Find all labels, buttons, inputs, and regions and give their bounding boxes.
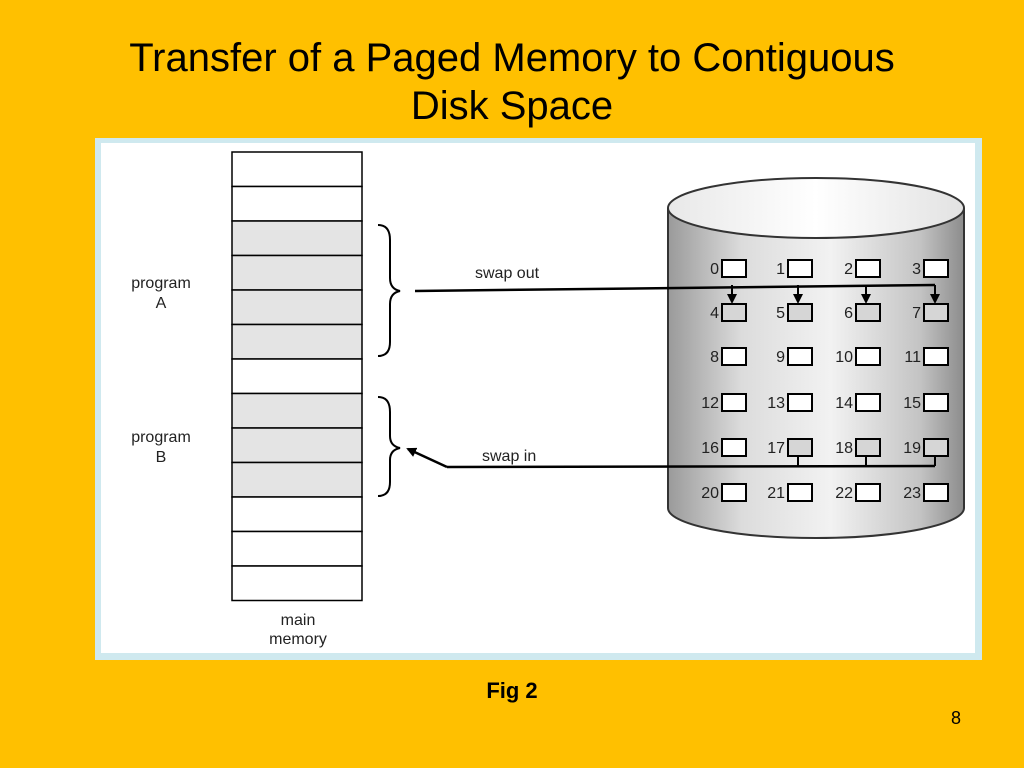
disk-block bbox=[923, 483, 949, 502]
program-b-label-line1: program bbox=[131, 429, 191, 446]
slide-title-line2: Disk Space bbox=[410, 84, 614, 128]
main-memory-label-line1: main bbox=[281, 612, 316, 629]
disk-block-label: 18 bbox=[835, 440, 853, 457]
swap-out-arrow bbox=[414, 283, 940, 304]
disk-block-label: 2 bbox=[844, 261, 853, 278]
memory-frame bbox=[231, 185, 363, 222]
slide-title-line1: Transfer of a Paged Memory to Contiguous bbox=[129, 36, 895, 80]
disk-block-label: 1 bbox=[776, 261, 785, 278]
memory-frame bbox=[231, 530, 363, 567]
disk-block bbox=[721, 347, 747, 366]
disk-block bbox=[787, 483, 813, 502]
disk-block bbox=[855, 259, 881, 278]
disk-block bbox=[721, 438, 747, 457]
disk-block-label: 13 bbox=[767, 395, 785, 412]
disk-block-label: 16 bbox=[701, 440, 719, 457]
disk-block-label: 20 bbox=[701, 485, 719, 502]
disk-block bbox=[923, 347, 949, 366]
memory-frame bbox=[231, 289, 363, 326]
disk-block bbox=[721, 393, 747, 412]
memory-frame bbox=[231, 323, 363, 360]
disk-block bbox=[721, 303, 747, 322]
memory-frame bbox=[231, 151, 363, 188]
disk-block-label: 9 bbox=[776, 349, 785, 366]
disk-block bbox=[855, 347, 881, 366]
main-memory-stack bbox=[231, 151, 363, 602]
disk-block-label: 21 bbox=[767, 485, 785, 502]
disk-block-label: 14 bbox=[835, 395, 853, 412]
disk-block-label: 15 bbox=[903, 395, 921, 412]
disk-block-label: 17 bbox=[767, 440, 785, 457]
program-a-label-line2: A bbox=[156, 295, 167, 312]
disk-block bbox=[787, 347, 813, 366]
disk-block bbox=[923, 259, 949, 278]
disk-block-label: 10 bbox=[835, 349, 853, 366]
disk-block bbox=[923, 438, 949, 457]
disk-block bbox=[923, 393, 949, 412]
disk-block-label: 23 bbox=[903, 485, 921, 502]
disk-block bbox=[855, 483, 881, 502]
disk-block-label: 7 bbox=[912, 305, 921, 322]
disk-block-label: 22 bbox=[835, 485, 853, 502]
memory-frame bbox=[231, 565, 363, 602]
memory-frame bbox=[231, 427, 363, 464]
disk-block-label: 6 bbox=[844, 305, 853, 322]
main-memory-label-line2: memory bbox=[269, 631, 327, 648]
disk-block-label: 5 bbox=[776, 305, 785, 322]
program-a-label-line1: program bbox=[131, 275, 191, 292]
disk-block bbox=[787, 438, 813, 457]
disk-block-label: 8 bbox=[710, 349, 719, 366]
disk-block bbox=[721, 259, 747, 278]
program-b-label-line2: B bbox=[156, 449, 167, 466]
swap-out-label: swap out bbox=[475, 265, 540, 282]
slide-title: Transfer of a Paged Memory to Contiguous… bbox=[0, 34, 1024, 130]
program-b-brace bbox=[377, 396, 401, 497]
disk-block-label: 4 bbox=[710, 305, 719, 322]
figure-caption: Fig 2 bbox=[486, 678, 538, 703]
swap-in-arrow bbox=[406, 447, 936, 469]
disk-block bbox=[787, 303, 813, 322]
disk-block-label: 0 bbox=[710, 261, 719, 278]
disk-block-label: 19 bbox=[903, 440, 921, 457]
disk-block bbox=[923, 303, 949, 322]
memory-frame bbox=[231, 461, 363, 498]
memory-frame bbox=[231, 254, 363, 291]
disk-block bbox=[855, 303, 881, 322]
memory-frame bbox=[231, 496, 363, 533]
program-a-brace bbox=[377, 224, 401, 357]
memory-frame bbox=[231, 220, 363, 257]
page-number: 8 bbox=[951, 708, 962, 728]
disk-block bbox=[855, 438, 881, 457]
swap-in-label: swap in bbox=[482, 448, 536, 465]
memory-frame bbox=[231, 392, 363, 429]
disk-block-label: 3 bbox=[912, 261, 921, 278]
disk-block bbox=[787, 393, 813, 412]
disk-block bbox=[855, 393, 881, 412]
disk-block bbox=[721, 483, 747, 502]
disk-block-label: 11 bbox=[904, 349, 921, 366]
disk-block bbox=[787, 259, 813, 278]
memory-frame bbox=[231, 358, 363, 395]
disk-block-label: 12 bbox=[701, 395, 719, 412]
